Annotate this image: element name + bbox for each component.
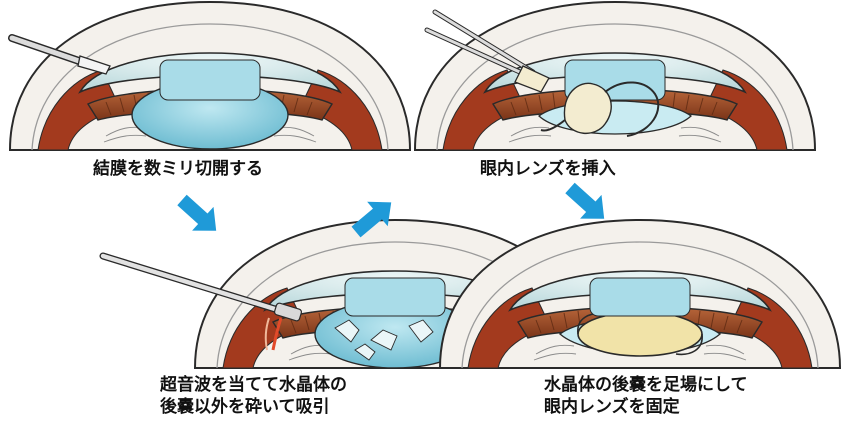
step-caption: 水晶体の後嚢を足場にして 眼内レンズを固定 [544, 374, 748, 418]
pupil-opening [590, 278, 690, 316]
caption-line: 眼内レンズを固定 [544, 396, 748, 418]
caption-line: 後嚢以外を砕いて吸引 [160, 396, 347, 418]
caption-line: 超音波を当てて水晶体の [160, 374, 347, 396]
step-caption: 眼内レンズを挿入 [480, 158, 616, 180]
caption-line: 水晶体の後嚢を足場にして [544, 374, 748, 396]
panel-insert [415, 2, 815, 150]
panel-incision [10, 2, 410, 150]
step-caption: 超音波を当てて水晶体の 後嚢以外を砕いて吸引 [160, 374, 347, 418]
step-caption: 結膜を数ミリ切開する [93, 158, 263, 180]
flow-arrow-icon [171, 188, 227, 243]
pupil-opening [160, 60, 260, 100]
caption-line: 結膜を数ミリ切開する [93, 158, 263, 180]
implanted-lens [578, 312, 702, 356]
pupil-opening [345, 278, 445, 316]
caption-line: 眼内レンズを挿入 [480, 158, 616, 180]
